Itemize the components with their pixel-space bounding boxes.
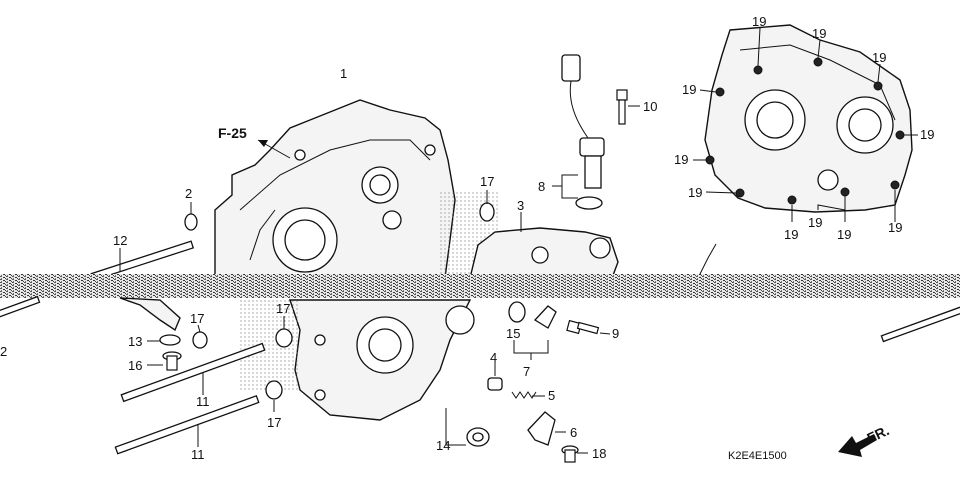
callout-16: 16 (128, 358, 142, 373)
callout-7: 7 (523, 364, 530, 379)
spring-5 (511, 391, 537, 399)
callout-6: 6 (570, 425, 577, 440)
stud-2-left-edge (0, 295, 41, 321)
callout-19: 19 (812, 26, 826, 41)
left-crankcase-lower (289, 299, 475, 421)
callout-19: 19 (682, 82, 696, 97)
callout-18: 18 (592, 446, 606, 461)
callout-17-lower: 17 (267, 415, 281, 430)
callout-19: 19 (688, 185, 702, 200)
o-ring-15 (508, 301, 526, 323)
dot-shade-lower (240, 300, 300, 390)
callout-5: 5 (548, 388, 555, 403)
callout-19: 19 (674, 152, 688, 167)
bolt-19-markers (705, 57, 905, 205)
callout-13: 13 (128, 334, 142, 349)
front-direction-label: FR. (864, 422, 891, 446)
dowel-pin-2 (184, 213, 198, 231)
stopper-arm-6 (527, 411, 556, 446)
callout-4: 4 (490, 350, 497, 365)
callout-14: 14 (436, 438, 450, 453)
callout-10: 10 (643, 99, 657, 114)
callout-19: 19 (752, 14, 766, 29)
callout-19: 19 (808, 215, 822, 230)
bolt-18 (561, 445, 579, 463)
oil-seal-14 (466, 427, 490, 447)
callout-1: 1 (340, 66, 347, 81)
callout-9: 9 (612, 326, 619, 341)
callout-19-labels: 19 19 19 19 19 19 19 19 19 19 19 (674, 14, 934, 242)
callout-labels: 1 2 2 3 4 5 6 7 8 9 10 11 11 12 13 14 15… (0, 66, 657, 462)
dowel-pin-17-center-upper (275, 328, 293, 348)
stud-bolt-11-lower (114, 395, 260, 455)
callout-8: 8 (538, 179, 545, 194)
sensor-8 (561, 54, 605, 210)
callout-19: 19 (920, 127, 934, 142)
bolt-9 (566, 319, 600, 335)
reference-label-f25: F-25 (218, 125, 247, 141)
dowel-pin-17-upper (479, 202, 495, 222)
dowel-pin-17-center-lower (265, 380, 283, 400)
stud-bolt-11-upper (120, 342, 266, 403)
callout-19: 19 (872, 50, 886, 65)
stud-bolt-right-edge (880, 304, 960, 343)
callout-17-left: 17 (190, 311, 204, 326)
scan-noise-band (0, 274, 960, 298)
callout-12: 12 (113, 233, 127, 248)
callout-2-left: 2 (0, 344, 7, 359)
pin-4 (487, 377, 503, 391)
callout-19: 19 (784, 227, 798, 242)
callout-2-upper: 2 (185, 186, 192, 201)
bracket-13 (119, 297, 181, 346)
front-direction-arrow (838, 434, 877, 457)
callout-17-upper: 17 (480, 174, 494, 189)
callout-11-upper: 11 (196, 394, 210, 409)
diagram-code: K2E4E1500 (728, 450, 787, 462)
plate-7 (533, 305, 557, 329)
callout-15: 15 (506, 326, 520, 341)
callout-11-lower: 11 (191, 447, 205, 462)
bolt-10 (616, 89, 628, 125)
dowel-pin-17-left (192, 331, 208, 349)
callout-19: 19 (888, 220, 902, 235)
callout-17-center: 17 (276, 301, 290, 316)
bolt-16 (162, 351, 182, 371)
f25-reference-arrow (257, 139, 291, 159)
callout-19: 19 (837, 227, 851, 242)
callout-3: 3 (517, 198, 524, 213)
cover-3 (469, 227, 619, 279)
left-crankcase-upper (214, 99, 456, 279)
bolt-19-leaders (693, 27, 918, 222)
